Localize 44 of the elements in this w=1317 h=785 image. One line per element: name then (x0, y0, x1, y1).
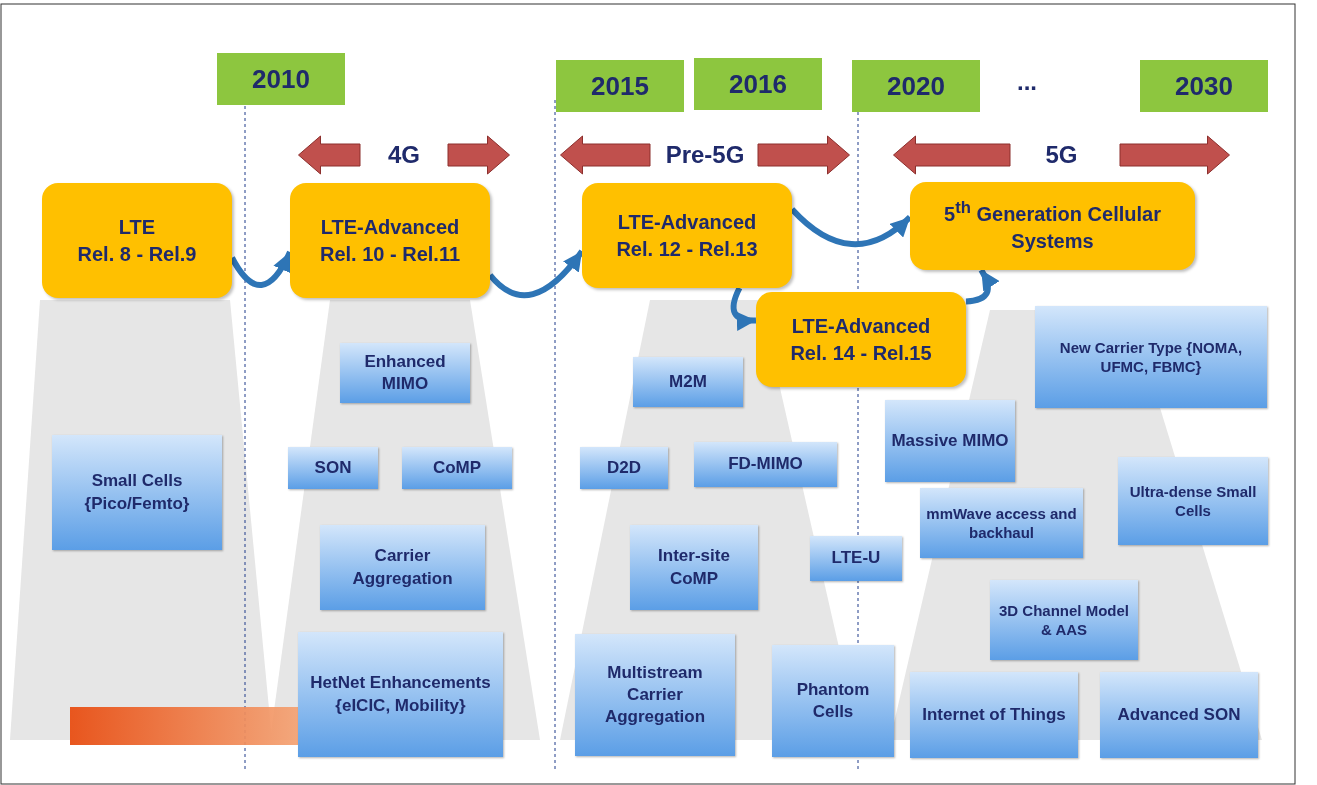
release-box: 5$^{th}$ Generation Cellular Systems (910, 182, 1195, 270)
feature-box: D2D (580, 447, 668, 489)
feature-box: SON (288, 447, 378, 489)
release-box (290, 183, 490, 298)
feature-box: M2M (633, 357, 743, 407)
era-span-band: Pre-5G (560, 135, 850, 175)
timeline-bar (70, 707, 298, 745)
release-range: Rel. 10 - Rel.11 (319, 241, 461, 267)
feature-box: Small Cells {Pico/Femto} (52, 435, 222, 550)
feature-box: Carrier Aggregation (320, 525, 485, 610)
feature-box: Ultra-dense Small Cells (1118, 457, 1268, 545)
year-box: 2015 (556, 60, 684, 112)
era-span-band: 5G (893, 135, 1230, 175)
feature-box: 3D Channel Model & AAS (990, 580, 1138, 660)
feature-box: FD-MIMO (694, 442, 837, 487)
release-box (582, 183, 792, 288)
box-heading: LTE-Advanced (791, 313, 931, 339)
feature-box: Enhanced MIMO (340, 343, 470, 403)
year-box: 2010 (217, 53, 345, 105)
curved-arrow (965, 268, 1000, 305)
ellipsis-label: ... (1017, 68, 1037, 96)
box-heading: LTE (118, 214, 156, 240)
feature-box: CoMP (402, 447, 512, 489)
feature-box: Phantom Cells (772, 645, 894, 757)
feature-box: LTE-U (810, 536, 902, 581)
feature-box: Internet of Things (910, 672, 1078, 758)
year-box: 2020 (852, 60, 980, 112)
release-range: Rel. 8 - Rel.9 (77, 241, 197, 267)
feature-box: New Carrier Type {NOMA, UFMC, FBMC} (1035, 306, 1267, 408)
feature-box: HetNet Enhancements {eICIC, Mobility} (298, 632, 503, 757)
release-box (756, 292, 966, 387)
release-box (42, 183, 232, 298)
feature-box: mmWave access and backhaul (920, 488, 1083, 558)
feature-box: Advanced SON (1100, 672, 1258, 758)
feature-box: Multistream Carrier Aggregation (575, 634, 735, 756)
feature-box: Inter-site CoMP (630, 525, 758, 610)
year-box: 2030 (1140, 60, 1268, 112)
release-range: Rel. 14 - Rel.15 (790, 340, 932, 366)
feature-box: Massive MIMO (885, 400, 1015, 482)
box-heading: LTE-Advanced (320, 214, 460, 240)
era-span-band: 4G (298, 135, 510, 175)
release-range: Rel. 12 - Rel.13 (616, 236, 758, 262)
box-heading: LTE-Advanced (617, 209, 757, 235)
year-box: 2016 (694, 58, 822, 110)
